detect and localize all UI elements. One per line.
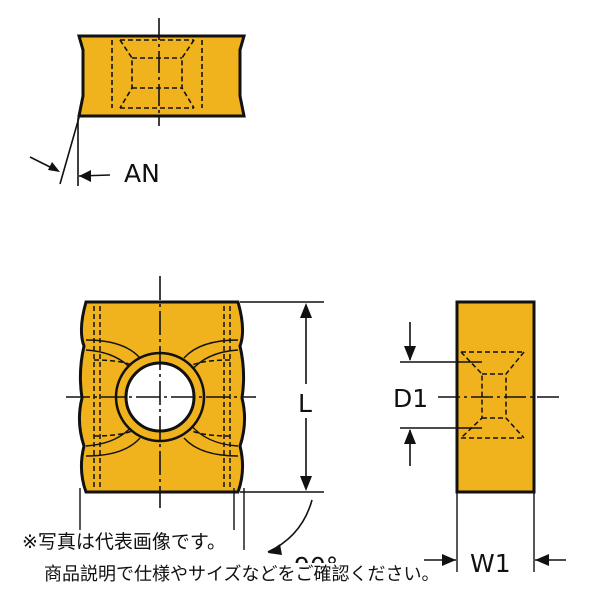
side-view: D1 W1 <box>390 300 566 578</box>
l-label: L <box>298 389 312 418</box>
w1-label: W1 <box>470 549 511 578</box>
side-profile-hidden-hole <box>111 39 203 109</box>
side-profile-view: AN <box>29 18 246 188</box>
disclaimer-line-1: ※写真は代表画像です。 <box>22 530 227 554</box>
front-view: L 90° <box>66 276 338 581</box>
angle-arc <box>267 499 313 553</box>
an-label: AN <box>124 159 160 188</box>
disclaimer-line-2: 商品説明で仕様やサイズなどをご確認ください。 <box>44 563 440 587</box>
side-profile-body <box>77 34 246 118</box>
an-clearance-line <box>59 113 81 185</box>
d1-label: D1 <box>393 384 428 413</box>
